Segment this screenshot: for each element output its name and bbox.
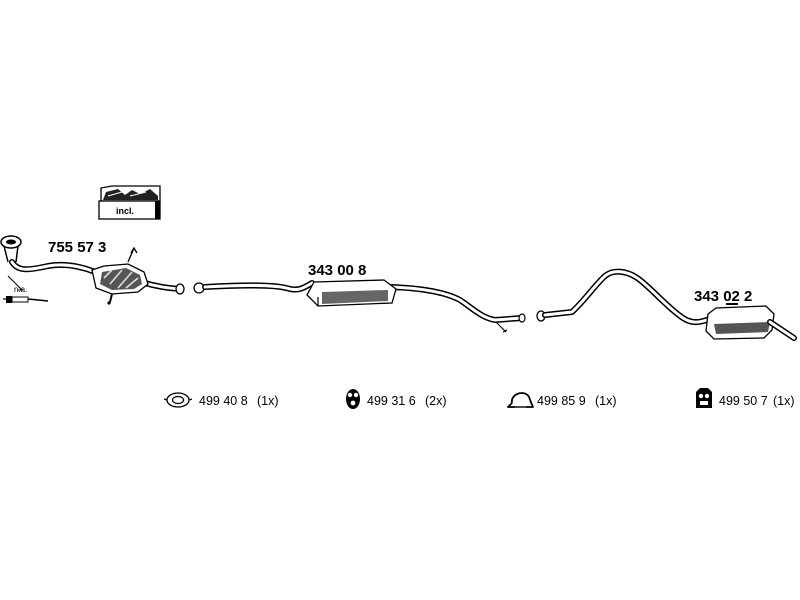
rubber-mount-icon [346, 389, 360, 409]
rear-silencer-part-number: 343 02 2 [694, 288, 752, 305]
hanger-block-icon [696, 388, 712, 408]
accessory-499507-qty: (1x) [773, 394, 795, 408]
rear-silencer-icon [705, 303, 775, 340]
accessory-499859-number: 499 85 9 [537, 394, 586, 408]
catalytic-converter-section [9, 246, 185, 306]
accessory-499859-qty: (1x) [595, 394, 617, 408]
gasket-ring-icon [163, 392, 193, 408]
pipe-clamp-icon [507, 392, 534, 408]
accessory-499316-qty: (2x) [425, 394, 447, 408]
mounting-kit-box-icon [98, 185, 161, 220]
rear-silencer-section [536, 268, 797, 341]
center-silencer-section [193, 279, 526, 333]
manifold-flange-icon [0, 235, 22, 263]
accessory-499408-number: 499 40 8 [199, 394, 248, 408]
lambda-sensor-icon [3, 275, 49, 303]
catalytic-converter-icon [91, 246, 149, 306]
catalytic-converter-part-number: 755 57 3 [48, 239, 106, 256]
accessory-499408-qty: (1x) [257, 394, 279, 408]
center-silencer-part-number: 343 00 8 [308, 262, 366, 279]
accessory-499507-number: 499 50 7 [719, 394, 768, 408]
incl-label: incl. [116, 206, 134, 216]
accessory-499316-number: 499 31 6 [367, 394, 416, 408]
center-silencer-icon [306, 279, 397, 307]
